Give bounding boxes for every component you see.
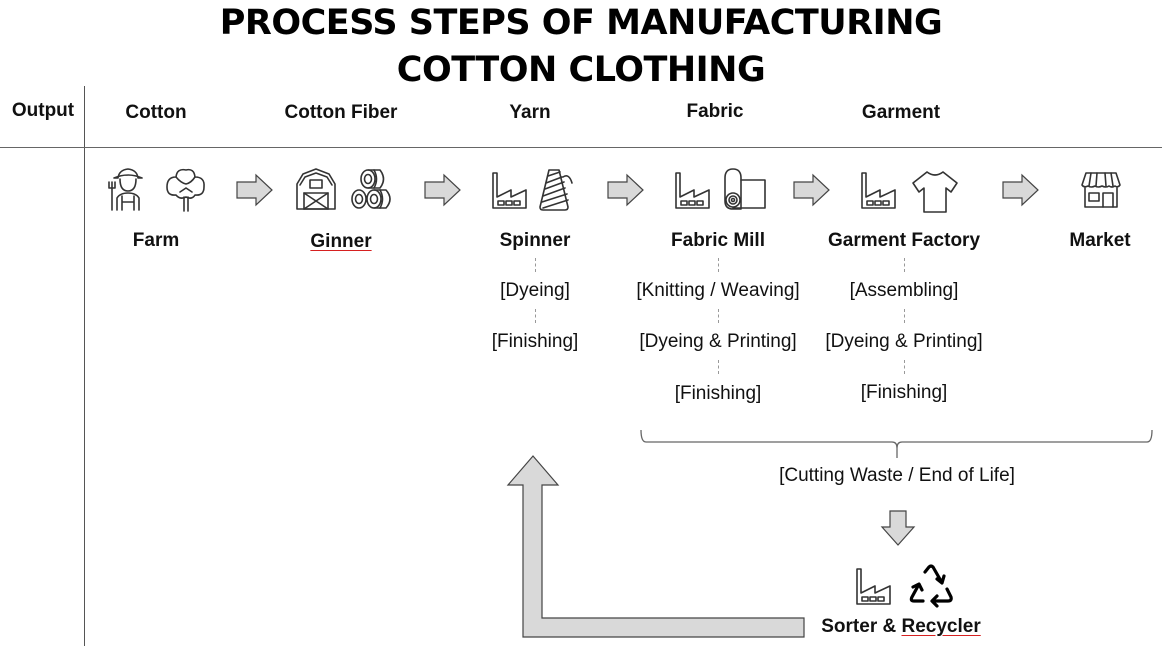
output-garment: Garment xyxy=(861,102,941,123)
cotton-plant-icon xyxy=(166,168,205,212)
connector-dashed xyxy=(904,360,905,374)
connector-dashed xyxy=(904,309,905,323)
factory-icon xyxy=(856,568,891,605)
connector-dashed xyxy=(535,258,536,272)
factory-icon xyxy=(675,172,710,209)
substep-garment-assembling: [Assembling] xyxy=(849,280,959,301)
substep-fabric-dyeing-printing: [Dyeing & Printing] xyxy=(639,331,797,352)
factory-icon xyxy=(492,172,527,209)
substep-garment-dyeing-printing: [Dyeing & Printing] xyxy=(825,331,983,352)
farmer-icon xyxy=(108,168,143,211)
recycler-label-part1: Sorter & xyxy=(821,616,902,637)
substep-garment-finishing: [Finishing] xyxy=(860,382,948,403)
t-shirt-icon xyxy=(912,171,958,213)
connector-dashed xyxy=(718,258,719,272)
row-label-output: Output xyxy=(11,100,75,121)
stage-ginner: Ginner xyxy=(310,231,372,252)
store-icon xyxy=(1081,172,1121,208)
recycler-label-part2: Recycler xyxy=(901,616,981,637)
right-arrow-icon xyxy=(607,173,644,207)
cotton-bales-icon xyxy=(351,169,391,209)
stage-garment-factory: Garment Factory xyxy=(827,230,981,251)
connector-dashed xyxy=(718,309,719,323)
right-arrow-icon xyxy=(1002,173,1039,207)
recycle-icon xyxy=(909,564,953,608)
stage-spinner: Spinner xyxy=(499,230,571,251)
fabric-roll-icon xyxy=(724,168,766,210)
page-title: PROCESS STEPS OF MANUFACTURING COTTON CL… xyxy=(0,0,1162,94)
right-arrow-icon xyxy=(793,173,830,207)
connector-dashed xyxy=(718,360,719,374)
output-cotton: Cotton xyxy=(125,102,187,123)
stage-market: Market xyxy=(1069,230,1131,251)
header-divider xyxy=(0,147,1162,148)
stage-farm: Farm xyxy=(132,230,180,251)
substep-spinner-finishing: [Finishing] xyxy=(491,331,579,352)
stage-fabric-mill: Fabric Mill xyxy=(671,230,765,251)
factory-icon xyxy=(861,172,896,209)
return-loop-arrow xyxy=(506,455,805,638)
title-text: PROCESS STEPS OF MANUFACTURING COTTON CL… xyxy=(219,3,943,90)
grouping-brace xyxy=(640,429,1153,458)
connector-dashed xyxy=(904,258,905,272)
waste-label: [Cutting Waste / End of Life] xyxy=(779,465,1015,486)
substep-fabric-knitting-weaving: [Knitting / Weaving] xyxy=(636,280,800,301)
connector-dashed xyxy=(535,309,536,323)
output-fabric: Fabric xyxy=(686,101,744,122)
stage-sorter-recycler: Sorter & Recycler xyxy=(821,616,980,638)
down-arrow-icon xyxy=(880,510,916,546)
yarn-cone-icon xyxy=(539,169,573,211)
output-yarn: Yarn xyxy=(509,102,551,123)
barn-icon xyxy=(296,168,336,210)
substep-spinner-dyeing: [Dyeing] xyxy=(500,280,570,301)
right-arrow-icon xyxy=(424,173,461,207)
output-cotton-fiber: Cotton Fiber xyxy=(284,102,398,123)
row-label-divider xyxy=(84,86,85,646)
substep-fabric-finishing: [Finishing] xyxy=(674,383,762,404)
right-arrow-icon xyxy=(236,173,273,207)
